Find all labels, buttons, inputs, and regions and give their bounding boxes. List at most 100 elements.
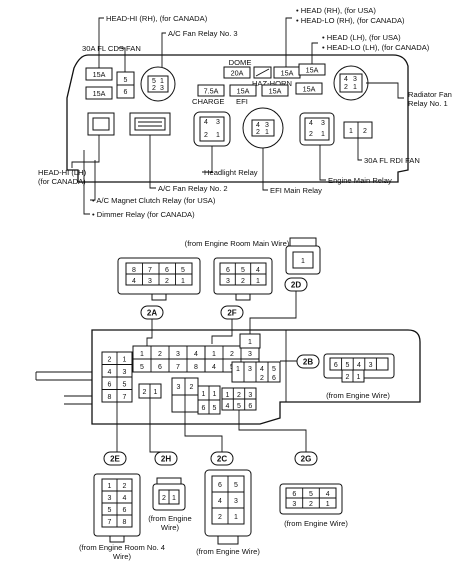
pin-4: 4 [226, 403, 230, 410]
label-from-erm-wire: (from Engine Room Main Wire) [185, 239, 290, 248]
label-from-erm4: (from Engine Room No. 4 Wire) [78, 543, 166, 561]
fuse-15a-f [261, 84, 289, 97]
pin-3: 3 [248, 351, 252, 358]
pin-3: 3 [148, 278, 152, 285]
pin-3: 3 [353, 76, 357, 83]
pin-2: 2 [230, 351, 234, 358]
pin-1: 1 [108, 483, 112, 490]
pin-1: 1 [172, 495, 176, 502]
pin-7: 7 [176, 364, 180, 371]
pin-1: 1 [301, 258, 305, 265]
pin-1: 1 [236, 366, 240, 373]
fuse-haz-label: 15A [281, 69, 294, 78]
fuse-15a-f-label: 15A [269, 87, 282, 96]
fuse-15a-b-label: 15A [93, 89, 106, 98]
pin-6: 6 [248, 403, 252, 410]
pin-5: 5 [309, 491, 313, 498]
callout-2e-text: 2E [110, 455, 120, 464]
pin-5: 5 [108, 507, 112, 514]
pin-5: 5 [152, 78, 156, 85]
pin-3: 3 [123, 369, 127, 376]
pin-8: 8 [123, 519, 127, 526]
pin-5: 5 [140, 364, 144, 371]
connector-2f: 6 5 4 3 2 1 [213, 257, 273, 301]
pin-1: 1 [321, 131, 325, 138]
pin-5: 5 [345, 362, 349, 369]
pin-3: 3 [292, 501, 296, 508]
pin-4: 4 [260, 366, 264, 373]
pin-5: 5 [124, 77, 128, 84]
pin-6: 6 [123, 507, 127, 514]
connector-2e: 1 2 3 4 5 6 7 8 [93, 473, 141, 543]
fuse-15a-d [295, 82, 323, 95]
pin-7: 7 [148, 267, 152, 274]
connector-2h: 2 1 [152, 477, 186, 511]
pin-1: 1 [212, 351, 216, 358]
callout-2h-text: 2H [161, 455, 171, 464]
pin-5: 5 [181, 267, 185, 274]
pin-3: 3 [160, 85, 164, 92]
pin-1: 1 [326, 501, 330, 508]
pin-6: 6 [124, 89, 128, 96]
efi-label: EFI [236, 97, 248, 106]
pin-2: 2 [363, 128, 367, 135]
callout-2b-text: 2B [303, 358, 313, 367]
label-from-engine-wire-2c: (from Engine Wire) [196, 547, 260, 556]
pin-6: 6 [334, 362, 338, 369]
pin-1: 1 [154, 389, 158, 396]
connector-2g: 6 5 4 3 2 1 [279, 483, 343, 515]
pin-4: 4 [357, 362, 361, 369]
callout-2a: 2A [140, 305, 164, 320]
label-fl-cds-fan: 30A FL CDS FAN [82, 44, 141, 53]
pin-7: 7 [123, 394, 127, 401]
callout-2e: 2E [103, 451, 127, 466]
callout-2a-text: 2A [147, 309, 157, 318]
pin-1: 1 [181, 278, 185, 285]
pin-5: 5 [241, 267, 245, 274]
fuse-15a-c-label: 15A [306, 66, 319, 75]
callout-2f: 2F [220, 305, 244, 320]
callout-2c: 2C [210, 451, 234, 466]
pin-1: 1 [213, 391, 217, 398]
charge-label: CHARGE [192, 97, 225, 106]
callout-2g: 2G [294, 451, 318, 466]
pin-2: 2 [165, 278, 169, 285]
fuse-15a-e [229, 84, 257, 97]
pin-2: 2 [162, 495, 166, 502]
pin-2: 2 [309, 131, 313, 138]
fuse-15a-a-label: 15A [93, 70, 106, 79]
pin-4: 4 [218, 498, 222, 505]
pin-2: 2 [218, 514, 222, 521]
pin-4: 4 [309, 120, 313, 127]
fuse-15a-e-label: 15A [237, 87, 250, 96]
fuse-15a-d-label: 15A [303, 85, 316, 94]
pin-3: 3 [226, 278, 230, 285]
label-efi-main: EFI Main Relay [270, 186, 322, 195]
pin-2: 2 [346, 374, 350, 381]
pin-1: 1 [349, 128, 353, 135]
pin-8: 8 [132, 267, 136, 274]
connector-2a: 8 7 6 5 4 3 2 1 [117, 257, 201, 301]
pin-8: 8 [194, 364, 198, 371]
pin-5: 5 [213, 405, 217, 412]
pin-2: 2 [237, 392, 241, 399]
pin-3: 3 [216, 119, 220, 126]
callout-2g-text: 2G [301, 455, 312, 464]
pin-1: 1 [140, 351, 144, 358]
pin-1: 1 [353, 84, 357, 91]
pin-4: 4 [326, 491, 330, 498]
connector-2d: 1 [285, 237, 321, 275]
pin-1: 1 [265, 129, 269, 136]
pin-7: 7 [108, 519, 112, 526]
pin-8: 8 [108, 394, 112, 401]
pin-4: 4 [344, 76, 348, 83]
pin-3: 2 [190, 384, 194, 391]
pin-2: 2 [123, 483, 127, 490]
pin-2: 2 [260, 375, 264, 382]
fuse-15a-b [85, 86, 113, 100]
label-headlight-relay: Headlight Relay [204, 168, 258, 177]
pin-6: 6 [108, 382, 112, 389]
pin-6: 6 [226, 267, 230, 274]
pin-4: 4 [204, 119, 208, 126]
pin-4: 4 [194, 351, 198, 358]
